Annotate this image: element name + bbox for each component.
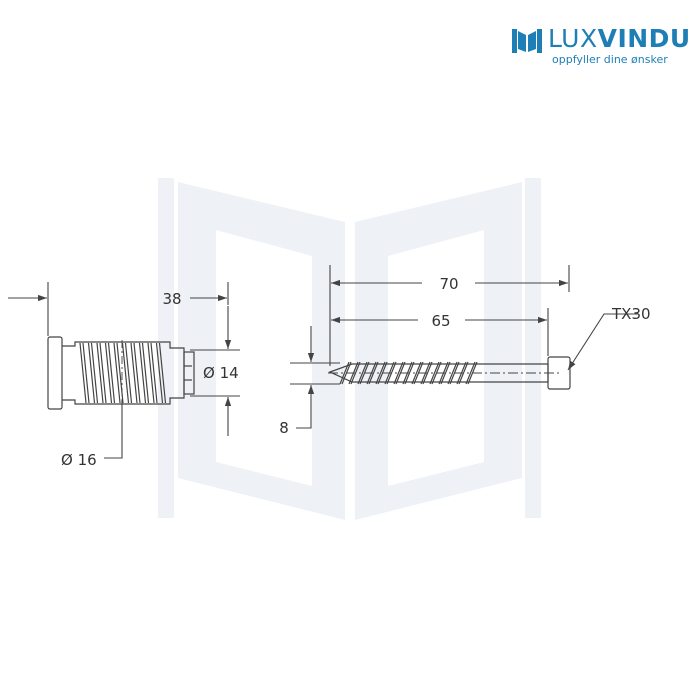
screw	[328, 356, 571, 390]
sleeve-thread-line	[124, 342, 133, 404]
dimension-label-diameter-16: Ø 16	[61, 451, 97, 469]
sleeve-thread-line	[82, 342, 90, 404]
brand-logo: LUXVINDU oppfyller dine ønsker	[512, 22, 692, 70]
screw-thread-line	[339, 361, 350, 385]
leader-line-tx30	[567, 313, 638, 371]
brand-name-vindu: VINDU	[597, 24, 691, 53]
screw-thread-line	[393, 361, 404, 385]
screw-thread-line	[429, 361, 440, 385]
sleeve-thread-line	[147, 342, 155, 404]
watermark-logo	[158, 178, 541, 520]
window-logo-icon	[512, 29, 542, 53]
sleeve-thread-line	[121, 342, 130, 404]
brand-name: LUXVINDU	[548, 24, 691, 53]
sleeve-thread-line	[87, 342, 96, 404]
screw-thread-line	[357, 361, 368, 385]
watermark-right-frame	[525, 178, 541, 518]
sleeve-thread-line	[107, 342, 116, 404]
sleeve-thread-line	[150, 342, 158, 404]
sleeve-thread-line	[133, 342, 141, 404]
screw-dimensions	[290, 265, 638, 429]
sleeve-thread-line	[96, 342, 104, 404]
sleeve-thread-line	[138, 342, 147, 404]
dimension-label-diameter-14: Ø 14	[203, 364, 239, 382]
screw-thread-line	[375, 361, 386, 385]
dimension-label-65: 65	[431, 312, 450, 330]
watermark-left-frame	[158, 178, 174, 518]
brand-name-lux: LUX	[548, 24, 598, 53]
screw-thread-line	[447, 361, 458, 385]
dimension-label-38: 38	[162, 290, 181, 308]
sleeve-thread-line	[158, 342, 167, 404]
sleeve-thread-line	[99, 342, 107, 404]
sleeve-threads	[79, 342, 167, 404]
watermark-right-pane	[355, 182, 522, 520]
sleeve-thread-line	[130, 342, 138, 404]
sleeve-dimensions	[8, 282, 240, 459]
sleeve-flange	[47, 336, 63, 410]
screw-thread-line	[465, 361, 476, 385]
screw-thread-line	[411, 361, 422, 385]
dimension-label-70: 70	[439, 275, 458, 293]
leader-line-16	[104, 400, 123, 459]
sleeve-thread-line	[155, 342, 164, 404]
watermark-left-pane	[178, 182, 345, 520]
sleeve-thread-line	[104, 342, 113, 404]
drive-type-label: TX30	[611, 305, 651, 323]
dimension-line-8-bottom	[296, 385, 315, 429]
sleeve-thread-line	[113, 342, 121, 404]
sleeve-thread-line	[79, 342, 87, 404]
brand-tagline: oppfyller dine ønsker	[552, 53, 668, 66]
sleeve-thread-line	[90, 342, 99, 404]
anchor-sleeve	[47, 336, 195, 410]
sleeve-thread-line	[141, 342, 150, 404]
sleeve-end	[183, 351, 195, 395]
dimension-label-8: 8	[279, 419, 289, 437]
